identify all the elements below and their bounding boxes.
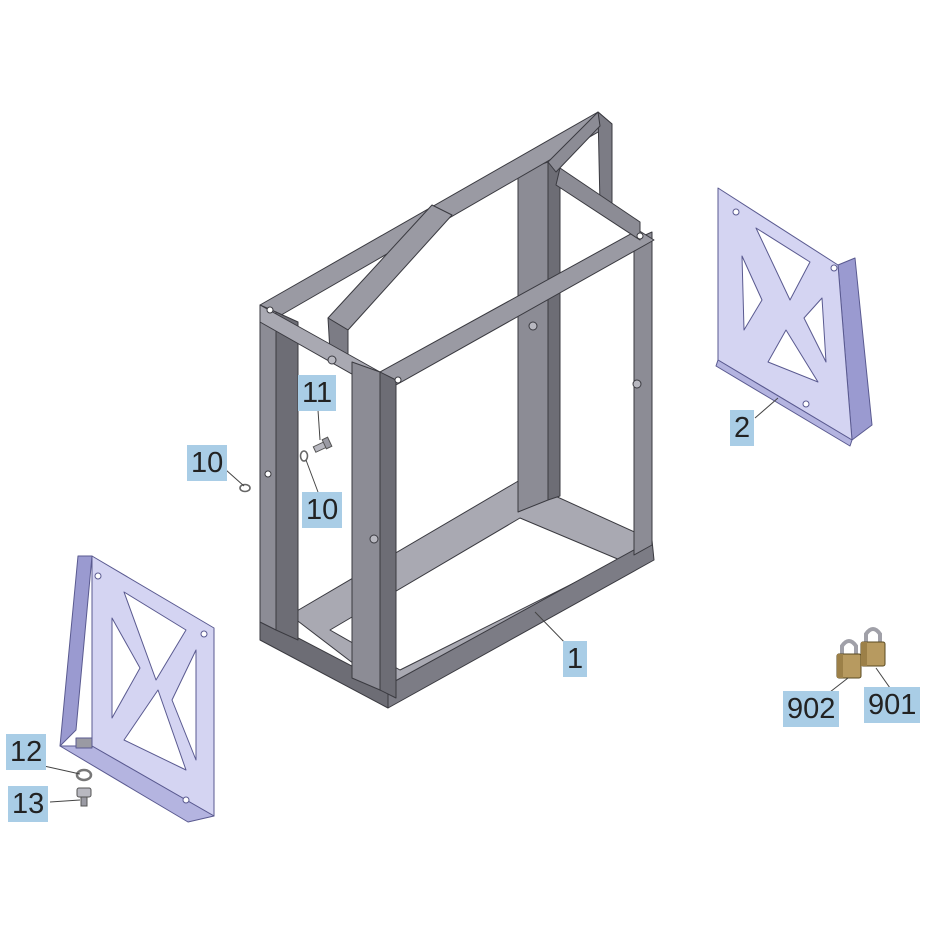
frame-stud <box>528 321 538 331</box>
plate-cutout <box>755 227 811 301</box>
washer-12 <box>75 768 93 782</box>
frame-front-right-post-side <box>379 371 397 699</box>
frame-part <box>259 111 655 709</box>
callout-2: 2 <box>730 410 755 446</box>
padlock-902 <box>836 639 862 679</box>
callout-13: 13 <box>8 786 49 822</box>
frame-top-rail-front <box>379 229 655 386</box>
callout-10-mid: 10 <box>302 492 343 528</box>
frame-stud <box>327 355 337 365</box>
frame-front-right-post-face <box>351 361 381 691</box>
plate-cutout <box>111 617 141 719</box>
plate-hole <box>182 796 190 804</box>
bolt-13 <box>76 787 92 807</box>
plate-hole <box>200 630 208 638</box>
leader-lines <box>43 397 891 803</box>
frame-hole <box>636 232 644 240</box>
leader-11 <box>317 409 321 441</box>
leader-902 <box>829 677 849 693</box>
plate-cutout <box>767 329 819 383</box>
frame-stud <box>369 534 379 544</box>
leader-12 <box>43 765 81 775</box>
callout-1: 1 <box>563 641 588 677</box>
frame-back-post-right-side <box>547 161 561 501</box>
leader-10a <box>225 469 245 487</box>
plate-cutout <box>741 255 763 331</box>
plate-cutout <box>171 649 197 761</box>
plate-hole <box>830 264 838 272</box>
bolt-11 <box>312 436 333 453</box>
callout-12: 12 <box>6 734 47 770</box>
callout-11: 11 <box>298 375 337 411</box>
frame-hole <box>266 306 274 314</box>
frame-top-rail-side <box>555 167 641 241</box>
frame-hole <box>264 470 272 478</box>
side-plate-right <box>715 187 873 447</box>
frame-front-left-post-side <box>275 311 299 641</box>
plate-hole <box>94 572 102 580</box>
washer-10-mid <box>299 450 309 462</box>
washer-10-left <box>239 483 251 493</box>
frame-hole <box>394 376 402 384</box>
plate-cutout <box>123 591 187 681</box>
plate-bottom-lip <box>715 359 853 447</box>
plate-nut <box>75 737 93 749</box>
frame-top-rail-back <box>547 111 601 173</box>
leader-901 <box>875 667 891 689</box>
plate-cutout <box>123 689 187 771</box>
callout-901: 901 <box>864 687 921 723</box>
side-plate-left <box>59 555 215 823</box>
leader-10b <box>305 459 319 493</box>
leader-2 <box>754 397 779 419</box>
callout-902: 902 <box>783 691 840 727</box>
frame-rear-right-post <box>633 231 653 556</box>
callout-10-left: 10 <box>187 445 228 481</box>
plate-hole <box>732 208 740 216</box>
frame-front-left-post-face <box>259 304 277 631</box>
leader-13 <box>49 799 81 803</box>
frame-back-post-right <box>517 161 549 513</box>
padlock-901 <box>860 627 886 667</box>
plate-flange <box>59 555 93 747</box>
frame-stud <box>632 379 642 389</box>
plate-cutout <box>803 297 827 363</box>
frame-base-right <box>387 539 655 709</box>
plate-hole <box>802 400 810 408</box>
